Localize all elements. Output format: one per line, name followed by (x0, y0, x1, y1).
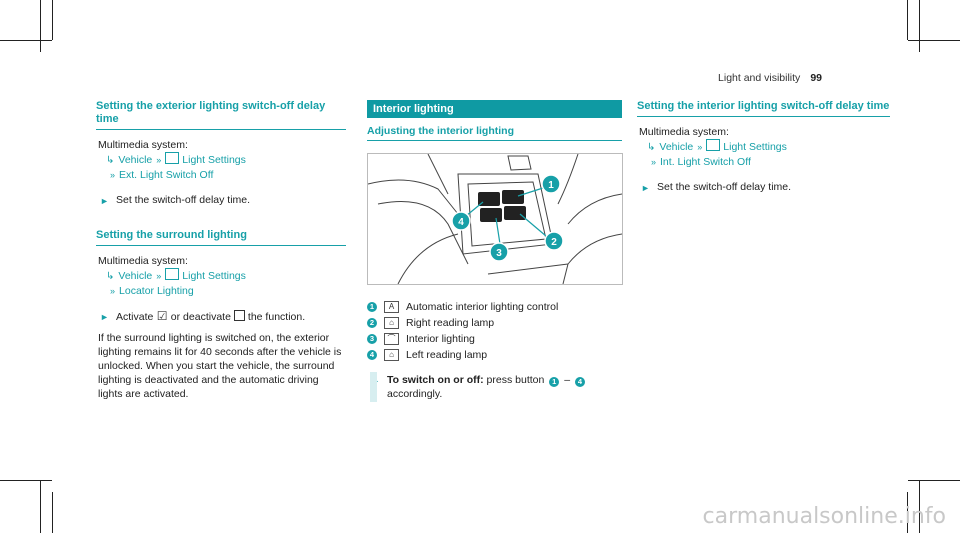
section-band: Interior lighting (367, 100, 622, 118)
step-text: press button (486, 374, 545, 386)
running-header: Light and visibility 99 (718, 72, 822, 84)
step-triangle-icon: ► (100, 196, 109, 206)
column-2: Interior lighting Adjusting the interior… (367, 100, 623, 401)
car-light-icon (165, 268, 180, 280)
legend-text: Interior lighting (406, 333, 475, 345)
step-triangle-icon: ► (100, 312, 109, 322)
crop-mark (52, 0, 53, 40)
crop-mark (0, 480, 52, 481)
car-light-icon (706, 139, 721, 151)
crop-mark (40, 480, 41, 533)
deactivate-text: or deactivate (170, 311, 231, 323)
crop-mark (919, 0, 920, 52)
return-arrow-icon: ↳ (106, 271, 115, 282)
crop-mark (52, 492, 53, 533)
crop-mark (908, 40, 960, 41)
instruction-step: ► Set the switch-off delay time. (637, 180, 890, 194)
legend-item: 2 ⌂ Right reading lamp (367, 315, 622, 331)
step-triangle-icon: ► (641, 183, 650, 193)
chevron-double-icon: » (156, 155, 162, 165)
crop-mark (0, 40, 52, 41)
heading-exterior-delay: Setting the exterior lighting switch-off… (96, 100, 346, 130)
crop-mark (40, 0, 41, 52)
multimedia-label: Multimedia system: (639, 126, 729, 138)
path-vehicle: Vehicle (659, 141, 694, 153)
path-light-settings: Light Settings (723, 141, 787, 153)
auto-light-icon: A (384, 301, 399, 313)
crop-mark (919, 480, 920, 533)
column-1: Setting the exterior lighting switch-off… (96, 100, 346, 401)
inline-callout: 4 (574, 377, 585, 387)
path-vehicle: Vehicle (118, 154, 153, 166)
step-bold: To switch on or off: (387, 374, 484, 386)
legend-number: 3 (367, 334, 377, 344)
legend-number: 2 (367, 318, 377, 328)
section-title: Light and visibility (718, 72, 801, 84)
chevron-double-icon: » (651, 157, 657, 167)
callout-3: 3 (496, 248, 502, 259)
activate-text: Activate (116, 311, 154, 323)
chevron-double-icon: » (697, 142, 703, 152)
path-item: Locator Lighting (119, 285, 194, 297)
page-number: 99 (810, 72, 822, 84)
legend-number: 1 (367, 302, 377, 312)
path-item: Ext. Light Switch Off (119, 169, 214, 181)
legend-text: Automatic interior lighting control (406, 301, 559, 313)
callout-2: 2 (551, 237, 557, 248)
instruction-step: ►To switch on or off: press button 1 – 4… (367, 373, 622, 401)
step-text: accordingly. (387, 388, 443, 400)
return-arrow-icon: ↳ (106, 155, 115, 166)
path-item: Int. Light Switch Off (660, 156, 751, 168)
interior-light-icon: ⌒ (384, 333, 399, 345)
multimedia-label: Multimedia system: (98, 139, 188, 151)
reading-lamp-left-icon: ⌂ (384, 349, 399, 361)
dash: – (564, 374, 571, 386)
car-light-icon (165, 152, 180, 164)
reading-lamp-right-icon: ⌂ (384, 317, 399, 329)
legend-text: Left reading lamp (406, 349, 488, 361)
control-panel-illustration: 1 2 3 4 (368, 154, 622, 284)
path-light-settings: Light Settings (182, 154, 246, 166)
step-text: Set the switch-off delay time. (116, 194, 251, 206)
checkbox-empty-icon (233, 310, 245, 321)
crop-mark (907, 492, 908, 533)
chevron-double-icon: » (110, 170, 116, 180)
function-text: the function. (247, 311, 306, 323)
inline-callout: 1 (549, 377, 560, 387)
change-bar (370, 372, 377, 402)
watermark[interactable]: carmanualsonline.info (702, 504, 946, 529)
path-vehicle: Vehicle (118, 270, 153, 282)
subheading-adjust: Adjusting the interior lighting (367, 125, 622, 141)
heading-interior-delay: Setting the interior lighting switch-off… (637, 100, 890, 117)
crop-mark (907, 0, 908, 40)
instruction-step: ► Set the switch-off delay time. (96, 193, 346, 207)
info-paragraph: If the surround lighting is switched on,… (98, 332, 342, 400)
checkbox-checked-icon: ☑ (153, 309, 171, 323)
callout-1: 1 (548, 180, 554, 191)
legend-number: 4 (367, 350, 377, 360)
return-arrow-icon: ↳ (647, 142, 656, 153)
multimedia-label: Multimedia system: (98, 255, 188, 267)
heading-surround-lighting: Setting the surround lighting (96, 229, 346, 246)
overhead-control-panel-figure: 1 2 3 4 (367, 153, 623, 285)
legend-item: 4 ⌂ Left reading lamp (367, 347, 622, 363)
menu-path: ↳Vehicle»Light Settings »Int. Light Swit… (647, 139, 890, 170)
menu-path: ↳Vehicle»Light Settings »Ext. Light Swit… (106, 152, 346, 183)
step-text: Set the switch-off delay time. (657, 181, 792, 193)
instruction-step: ► Activate ☑ or deactivate the function. (96, 309, 346, 324)
path-light-settings: Light Settings (182, 270, 246, 282)
column-3: Setting the interior lighting switch-off… (637, 100, 890, 194)
legend-item: 3 ⌒ Interior lighting (367, 331, 622, 347)
chevron-double-icon: » (156, 271, 162, 281)
crop-mark (908, 480, 960, 481)
callout-4: 4 (458, 217, 464, 228)
legend-text: Right reading lamp (406, 317, 495, 329)
chevron-double-icon: » (110, 286, 116, 296)
menu-path: ↳Vehicle»Light Settings »Locator Lightin… (106, 268, 346, 299)
